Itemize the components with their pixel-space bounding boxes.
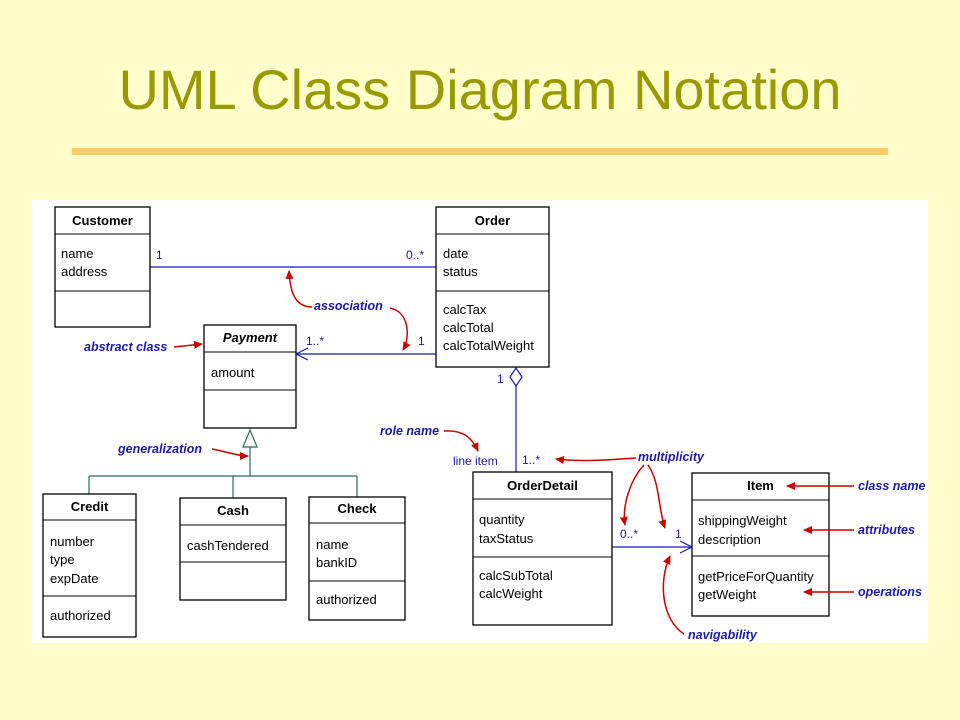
multiplicity-order-customer-end: 0..* [406,248,424,262]
operation: calcSubTotal [479,568,553,583]
multiplicity-detail-item-end: 0..* [620,527,638,541]
operation: calcTotal [443,320,494,335]
multiplicity-order-payment-end: 1 [418,334,425,348]
class-name: Check [337,501,377,516]
attribute: status [443,264,478,279]
class-name: Payment [223,330,278,345]
class-name: Credit [71,499,109,514]
annotation-attributes: attributes [858,523,915,537]
class-orderdetail: OrderDetail quantity taxStatus calcSubTo… [472,471,613,626]
class-credit: Credit number type expDate authorized [42,493,137,638]
attribute: type [50,552,75,567]
operation: calcWeight [479,586,543,601]
operation: getWeight [698,587,757,602]
class-check: Check name bankID authorized [308,496,406,621]
annotation-abstract-class: abstract class [84,340,167,354]
attribute: cashTendered [187,538,269,553]
attribute: taxStatus [479,531,534,546]
role-name-arrow [443,430,479,452]
attribute: bankID [316,555,357,570]
uml-diagram-canvas: 1 0..* 1..* 1 1 1..* 0..* 1 line item Cu… [42,206,925,642]
attribute: description [698,532,761,547]
operation: authorized [50,608,111,623]
attribute: address [61,264,108,279]
class-name: Cash [217,503,249,518]
connectors [88,266,694,554]
multiplicity-detail-order-end: 1..* [522,453,540,467]
attribute: quantity [479,512,525,527]
operation: calcTax [443,302,487,317]
operation: authorized [316,592,377,607]
abstract-class-arrow [173,340,203,349]
class-payment: Payment amount [203,324,297,429]
multiplicity-item-end: 1 [675,527,682,541]
attribute: shippingWeight [698,513,787,528]
title-underline [72,148,888,155]
navigability-arrow [662,555,685,635]
slide-title: UML Class Diagram Notation [118,58,842,121]
annotation-class-name: class name [858,479,925,493]
class-item: Item shippingWeight description getPrice… [691,472,830,617]
attribute: name [61,246,94,261]
callout-arrows [173,270,854,635]
generalization-triangle [242,428,258,448]
multiplicity-arrow-3 [647,464,667,529]
annotation-generalization: generalization [117,442,202,456]
association-arrow-left [285,270,313,308]
class-customer: Customer name address [54,206,151,328]
class-cash: Cash cashTendered [179,497,287,601]
annotations: association abstract class generalizatio… [84,299,925,642]
operation: calcTotalWeight [443,338,534,353]
multiplicity-order-detail-end: 1 [497,372,504,386]
generalization-arrow [211,448,249,460]
multiplicity-arrow-2 [619,464,645,526]
attribute: amount [211,365,255,380]
class-name: OrderDetail [507,478,578,493]
annotation-multiplicity: multiplicity [638,450,705,464]
operation: getPriceForQuantity [698,569,814,584]
multiplicity-customer-end: 1 [156,248,163,262]
class-order: Order date status calcTax calcTotal calc… [435,206,550,368]
attribute: name [316,537,349,552]
attribute: date [443,246,468,261]
multiplicity-payment-end: 1..* [306,334,324,348]
annotation-association: association [314,299,383,313]
class-name: Customer [72,213,133,228]
annotation-operations: operations [858,585,922,599]
annotation-navigability: navigability [688,628,758,642]
attribute: expDate [50,571,98,586]
role-name-label: line item [453,454,498,468]
annotation-role-name: role name [380,424,439,438]
multiplicity-arrow-1 [555,456,637,464]
class-name: Item [747,478,774,493]
uml-diagram: 1 0..* 1..* 1 1 1..* 0..* 1 line item Cu… [32,200,928,643]
class-name: Order [475,213,510,228]
aggregation-diamond [509,366,523,388]
attribute: number [50,534,95,549]
association-arrow-right [389,307,411,351]
multiplicities: 1 0..* 1..* 1 1 1..* 0..* 1 line item [156,248,682,541]
